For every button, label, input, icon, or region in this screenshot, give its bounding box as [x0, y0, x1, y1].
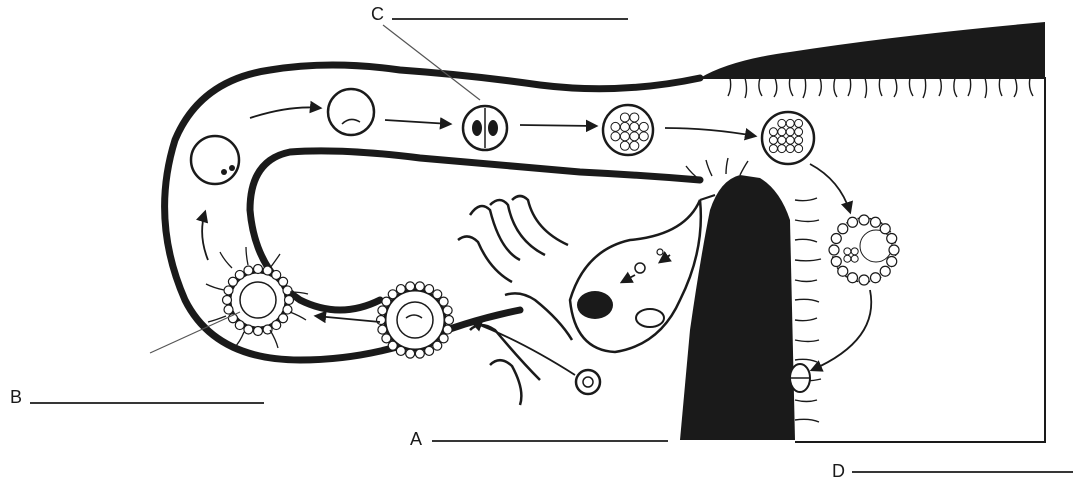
blastomere — [630, 113, 639, 122]
stage-four-cell — [463, 106, 507, 150]
corona-cell — [224, 305, 233, 314]
corona-cell — [378, 325, 387, 334]
blastomere — [795, 145, 803, 153]
blastomere — [639, 122, 648, 131]
trophoblast-cell — [848, 273, 858, 283]
trophoblast-cell — [848, 217, 858, 227]
trophoblast-cell — [880, 266, 890, 276]
blastomere — [778, 145, 786, 153]
corona-cell — [279, 314, 288, 323]
trophoblast-cell — [889, 245, 899, 255]
trophoblast-cell — [859, 215, 869, 225]
corona-cell — [439, 334, 448, 343]
trophoblast-cell — [887, 234, 897, 244]
trophoblast-cell — [859, 275, 869, 285]
stage-implanting-blastocyst — [790, 364, 810, 392]
blastomere — [611, 122, 620, 131]
inner-cell-mass-cell — [851, 255, 858, 262]
label-d: D — [832, 462, 845, 480]
blastomere — [769, 145, 777, 153]
trophoblast-cell — [887, 256, 897, 266]
corona-cell — [433, 341, 442, 350]
corona-cell — [263, 325, 272, 334]
corona-cell — [378, 306, 387, 315]
corona-cell — [445, 316, 454, 325]
trophoblast-cell — [870, 273, 880, 283]
blastomere — [611, 132, 620, 141]
inner-cell-mass-cell — [844, 255, 851, 262]
inner-cell-mass-cell — [851, 248, 858, 255]
corona-cell — [279, 277, 288, 286]
blastomere — [639, 132, 648, 141]
label-a: A — [410, 430, 422, 448]
corona-cell — [223, 296, 232, 305]
blastomere — [769, 136, 777, 144]
blastomere — [620, 122, 629, 131]
corona-cell — [388, 290, 397, 299]
corona-cell — [388, 341, 397, 350]
corona-cell — [439, 297, 448, 306]
blastomere — [795, 136, 803, 144]
corona-cell — [272, 270, 281, 279]
corona-cell — [396, 346, 405, 355]
corona-cell — [254, 327, 263, 336]
blastomere — [620, 141, 629, 150]
blastomere — [630, 122, 639, 131]
blastomere — [795, 119, 803, 127]
corona-cell — [235, 321, 244, 330]
label-c: C — [371, 5, 384, 23]
corona-cell — [425, 346, 434, 355]
blastomere — [778, 128, 786, 136]
trophoblast-cell — [870, 217, 880, 227]
trophoblast-cell — [838, 266, 848, 276]
corona-cell — [443, 306, 452, 315]
trophoblast-cell — [831, 256, 841, 266]
blastomere — [630, 132, 639, 141]
released-oocyte — [576, 370, 600, 394]
corona-cell — [406, 349, 415, 358]
blastomere — [786, 145, 794, 153]
blastomere — [786, 136, 794, 144]
label-b: B — [10, 388, 22, 406]
blastomere — [795, 128, 803, 136]
corona-cell — [224, 286, 233, 295]
inner-cell-mass-cell — [844, 248, 851, 255]
corona-cell — [433, 290, 442, 299]
blastomere — [620, 113, 629, 122]
trophoblast-cell — [829, 245, 839, 255]
blastomere — [778, 136, 786, 144]
corona-cell — [382, 334, 391, 343]
blastomere — [786, 128, 794, 136]
blastomere — [630, 141, 639, 150]
corona-cell — [425, 285, 434, 294]
corona-cell — [406, 282, 415, 291]
trophoblast-cell — [831, 234, 841, 244]
corona-cell — [285, 296, 294, 305]
trophoblast-cell — [838, 224, 848, 234]
corona-cell — [244, 266, 253, 275]
corona-cell — [377, 316, 386, 325]
corona-cell — [235, 270, 244, 279]
corona-cell — [415, 349, 424, 358]
corona-cell — [254, 265, 263, 274]
corona-cell — [244, 325, 253, 334]
corona-cell — [228, 277, 237, 286]
corona-cell — [382, 297, 391, 306]
blastomere — [786, 119, 794, 127]
fimbriae — [458, 196, 572, 405]
blastomere — [620, 132, 629, 141]
stage-fertilization — [230, 272, 286, 328]
blastomere — [778, 119, 786, 127]
trophoblast-cell — [880, 224, 890, 234]
stage-pronuclei — [191, 136, 239, 184]
corona-cell — [272, 321, 281, 330]
corona-cell — [415, 282, 424, 291]
corona-cell — [443, 325, 452, 334]
corona-cell — [396, 285, 405, 294]
blastomere — [769, 128, 777, 136]
stage-two-cell — [328, 89, 374, 135]
corona-cell — [283, 286, 292, 295]
ruptured-follicle — [577, 291, 613, 319]
